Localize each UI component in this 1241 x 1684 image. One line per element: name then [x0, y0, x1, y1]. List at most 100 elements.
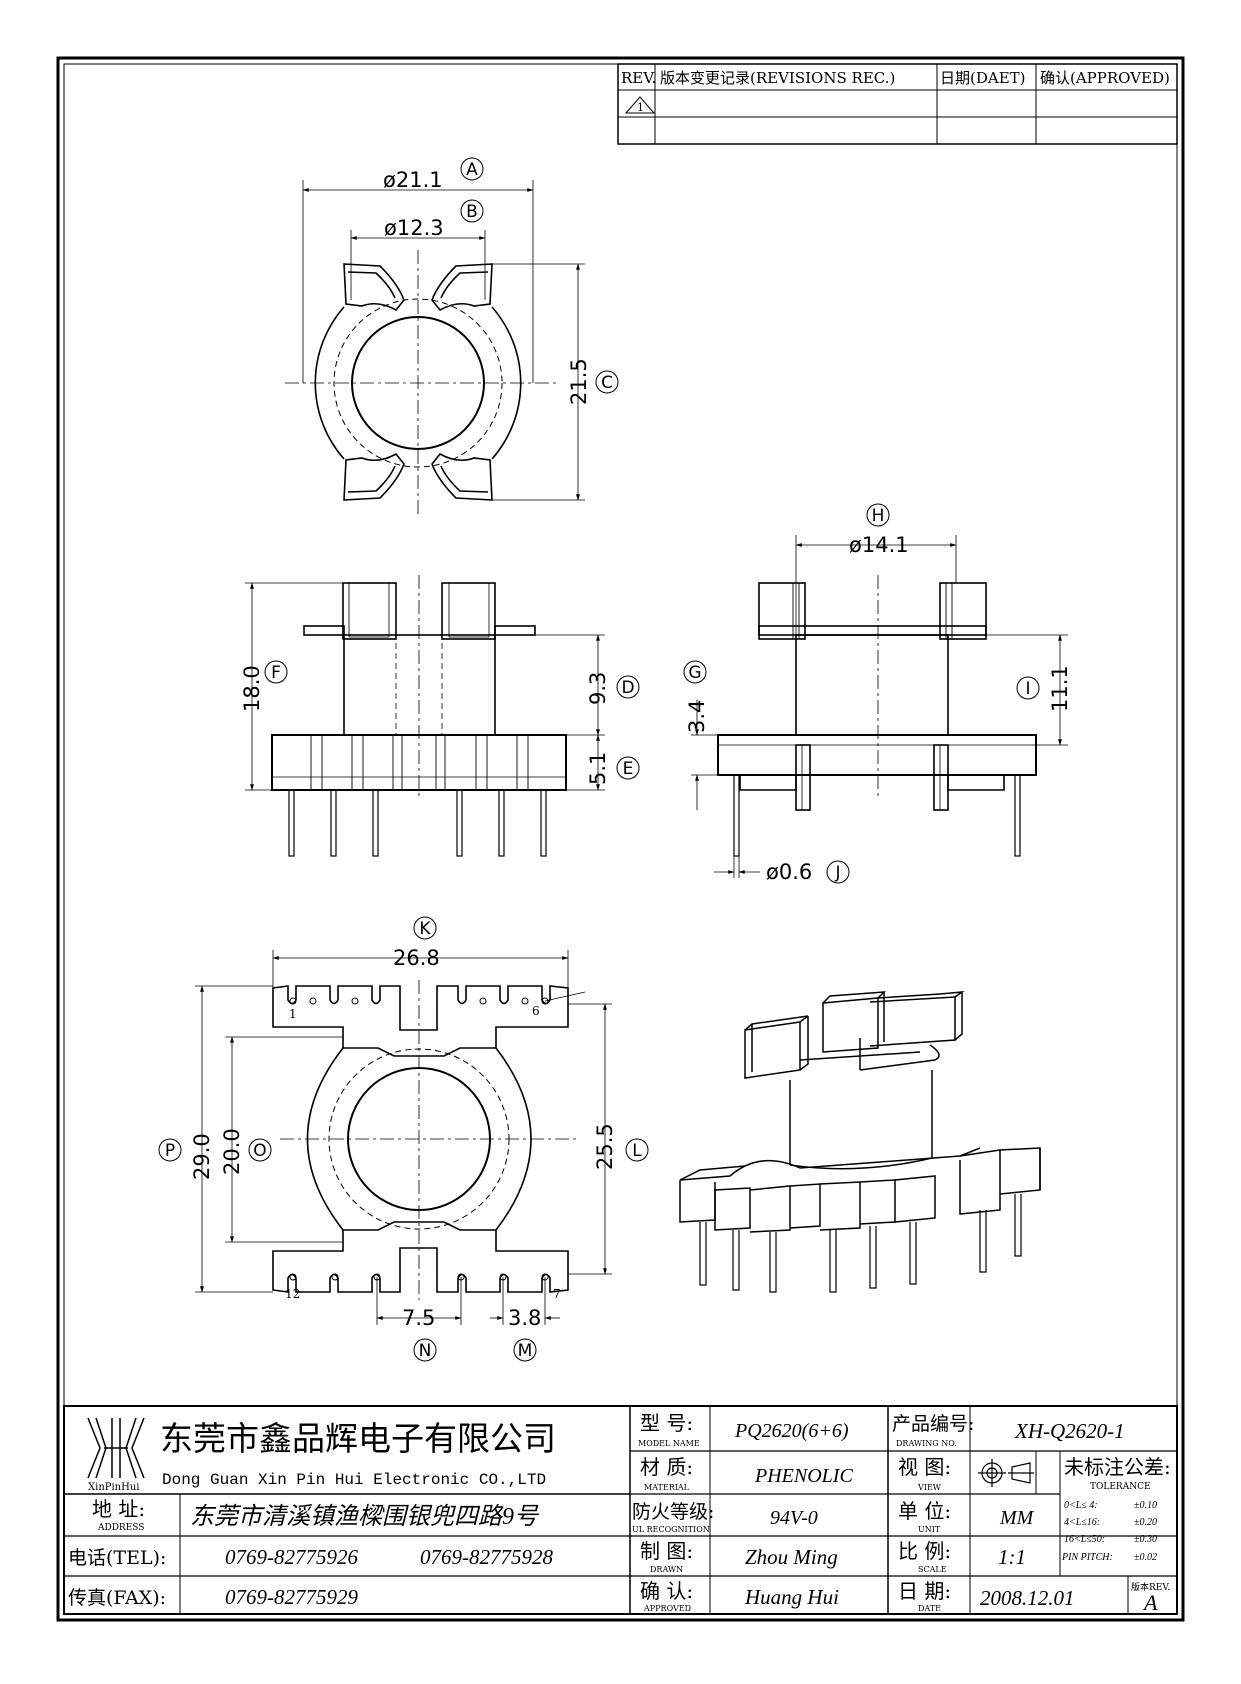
dim-c-value: 21.5	[567, 358, 591, 405]
pin-labels: 1 6 12 7	[285, 1004, 561, 1301]
logo-text: XinPinHui	[88, 1482, 139, 1493]
dim-b-value: ø12.3	[384, 216, 444, 240]
drawing-no-label: 产品编号:	[892, 1413, 974, 1435]
tel-value-2: 0769-82775928	[420, 1545, 553, 1569]
pin-label-12: 12	[285, 1287, 300, 1301]
model-label-en: MODEL NAME	[638, 1439, 700, 1448]
tel-value-1: 0769-82775926	[225, 1545, 358, 1569]
dimension-callouts: A B C F D E G H I J K P O L N M	[158, 157, 1040, 1362]
unit-label-en: UNIT	[918, 1525, 941, 1534]
tolerance-title-en: TOLERANCE	[1090, 1482, 1151, 1492]
fax-label: 传真(FAX):	[68, 1587, 166, 1609]
title-block	[63, 1405, 1178, 1615]
tel-label: 电话(TEL):	[68, 1547, 166, 1569]
tolerance-value-2: ±0.20	[1134, 1517, 1157, 1528]
tolerance-range-1: 0<L≤ 4:	[1064, 1500, 1098, 1511]
callout-d: D	[621, 678, 634, 698]
ul-label-en: UL RECOGNITION	[632, 1525, 710, 1534]
callout-c: C	[601, 373, 613, 393]
pin-label-7: 7	[553, 1287, 561, 1301]
approved-value: Huang Hui	[744, 1585, 839, 1609]
dim-g-value: 3.4	[685, 700, 709, 733]
dim-e-value: 5.1	[586, 752, 610, 785]
rev-header: REV.	[621, 69, 656, 87]
unit-label: 单 位:	[898, 1499, 951, 1523]
revision-record-header: 版本变更记录(REVISIONS REC.)	[660, 69, 895, 87]
revision-triangle-icon	[624, 96, 656, 114]
drawn-value: Zhou Ming	[745, 1545, 838, 1569]
dim-j-value: ø0.6	[766, 860, 812, 884]
date-label: 日 期:	[898, 1579, 951, 1603]
drawn-label-en: DRAWN	[650, 1565, 683, 1574]
callout-h: H	[872, 506, 885, 526]
view-label: 视 图:	[898, 1455, 951, 1479]
date-label-en: DATE	[918, 1604, 941, 1613]
rev-label: 版本REV.	[1131, 1581, 1170, 1593]
isometric-view	[679, 991, 1041, 1293]
tolerance-value-3: ±0.30	[1134, 1534, 1157, 1545]
fax-value: 0769-82775929	[225, 1585, 358, 1609]
callout-n: N	[419, 1341, 432, 1361]
revision-approved-header: 确认(APPROVED)	[1040, 69, 1170, 87]
unit-value: MM	[999, 1507, 1035, 1529]
dim-h-value: ø14.1	[849, 533, 909, 557]
approved-label: 确 认:	[640, 1579, 693, 1603]
dim-p-value: 29.0	[190, 1133, 214, 1180]
revision-date-header: 日期(DAET)	[940, 69, 1026, 87]
outer-border	[56, 56, 1185, 1622]
dim-m-value: 3.8	[508, 1306, 541, 1330]
tolerance-range-2: 4<L≤16:	[1064, 1517, 1100, 1528]
approved-label-en: APPROVED	[643, 1604, 691, 1613]
material-label: 材 质:	[640, 1455, 693, 1479]
callout-k: K	[419, 919, 431, 939]
drawn-label: 制 图:	[640, 1539, 693, 1563]
model-value: PQ2620(6+6)	[734, 1420, 849, 1442]
dim-i-value: 11.1	[1048, 665, 1072, 712]
inner-border	[63, 63, 1178, 1615]
callout-j: J	[834, 863, 840, 883]
company-logo	[87, 1417, 145, 1479]
rev-value: A	[1142, 1590, 1158, 1615]
address-label-en: ADDRESS	[97, 1523, 144, 1533]
date-value: 2008.12.01	[980, 1586, 1075, 1610]
tolerance-title: 未标注公差:	[1064, 1455, 1171, 1479]
callout-p: P	[165, 1141, 175, 1161]
ul-value: 94V-0	[770, 1507, 818, 1529]
tolerance-value-1: ±0.10	[1134, 1500, 1157, 1511]
dimension-labels: ø21.1 ø12.3 21.5 18.0 9.3 5.1 3.4 ø14.1 …	[190, 168, 1072, 1330]
callout-m: M	[518, 1341, 533, 1361]
address-value: 东莞市清溪镇渔樑围银兜四路9号	[190, 1503, 540, 1530]
top-view	[285, 180, 585, 515]
model-label: 型 号:	[640, 1411, 693, 1435]
callout-g: G	[688, 663, 701, 683]
address-label: 地 址:	[92, 1497, 145, 1521]
dim-f-value: 18.0	[240, 665, 264, 712]
drawing-no-label-en: DRAWING NO.	[896, 1439, 957, 1448]
drawing-no-value: XH-Q2620-1	[1014, 1419, 1125, 1443]
revision-block: REV. 版本变更记录(REVISIONS REC.) 日期(DAET) 确认(…	[617, 63, 1178, 145]
callout-l: L	[632, 1141, 642, 1161]
pin-label-1: 1	[289, 1007, 297, 1021]
tolerance-value-4: ±0.02	[1134, 1552, 1157, 1563]
tolerance-range-3: 16<L≤50:	[1064, 1534, 1105, 1545]
material-value: PHENOLIC	[754, 1465, 853, 1487]
dim-n-value: 7.5	[402, 1306, 435, 1330]
callout-i: I	[1025, 679, 1030, 699]
dim-d-value: 9.3	[586, 672, 610, 705]
tolerance-range-4: PIN PITCH:	[1061, 1552, 1113, 1563]
view-label-en: VIEW	[917, 1483, 942, 1492]
front-view	[245, 575, 605, 857]
callout-e: E	[623, 759, 634, 779]
company-name-cn: 东莞市鑫品辉电子有限公司	[160, 1419, 556, 1458]
revision-number: 1	[637, 101, 644, 114]
callout-f: F	[271, 663, 281, 683]
projection-symbol-icon	[978, 1459, 1034, 1487]
material-label-en: MATERIAL	[644, 1483, 690, 1492]
title-block-text: XinPinHui 东莞市鑫品辉电子有限公司 Dong Guan Xin Pin…	[68, 1411, 1171, 1615]
callout-o: O	[253, 1141, 266, 1161]
side-view	[691, 535, 1068, 878]
scale-value: 1:1	[998, 1545, 1026, 1569]
scale-label-en: SCALE	[918, 1565, 947, 1574]
company-name-en: Dong Guan Xin Pin Hui Electronic CO.,LTD	[162, 1471, 546, 1489]
dim-l-value: 25.5	[593, 1123, 617, 1170]
